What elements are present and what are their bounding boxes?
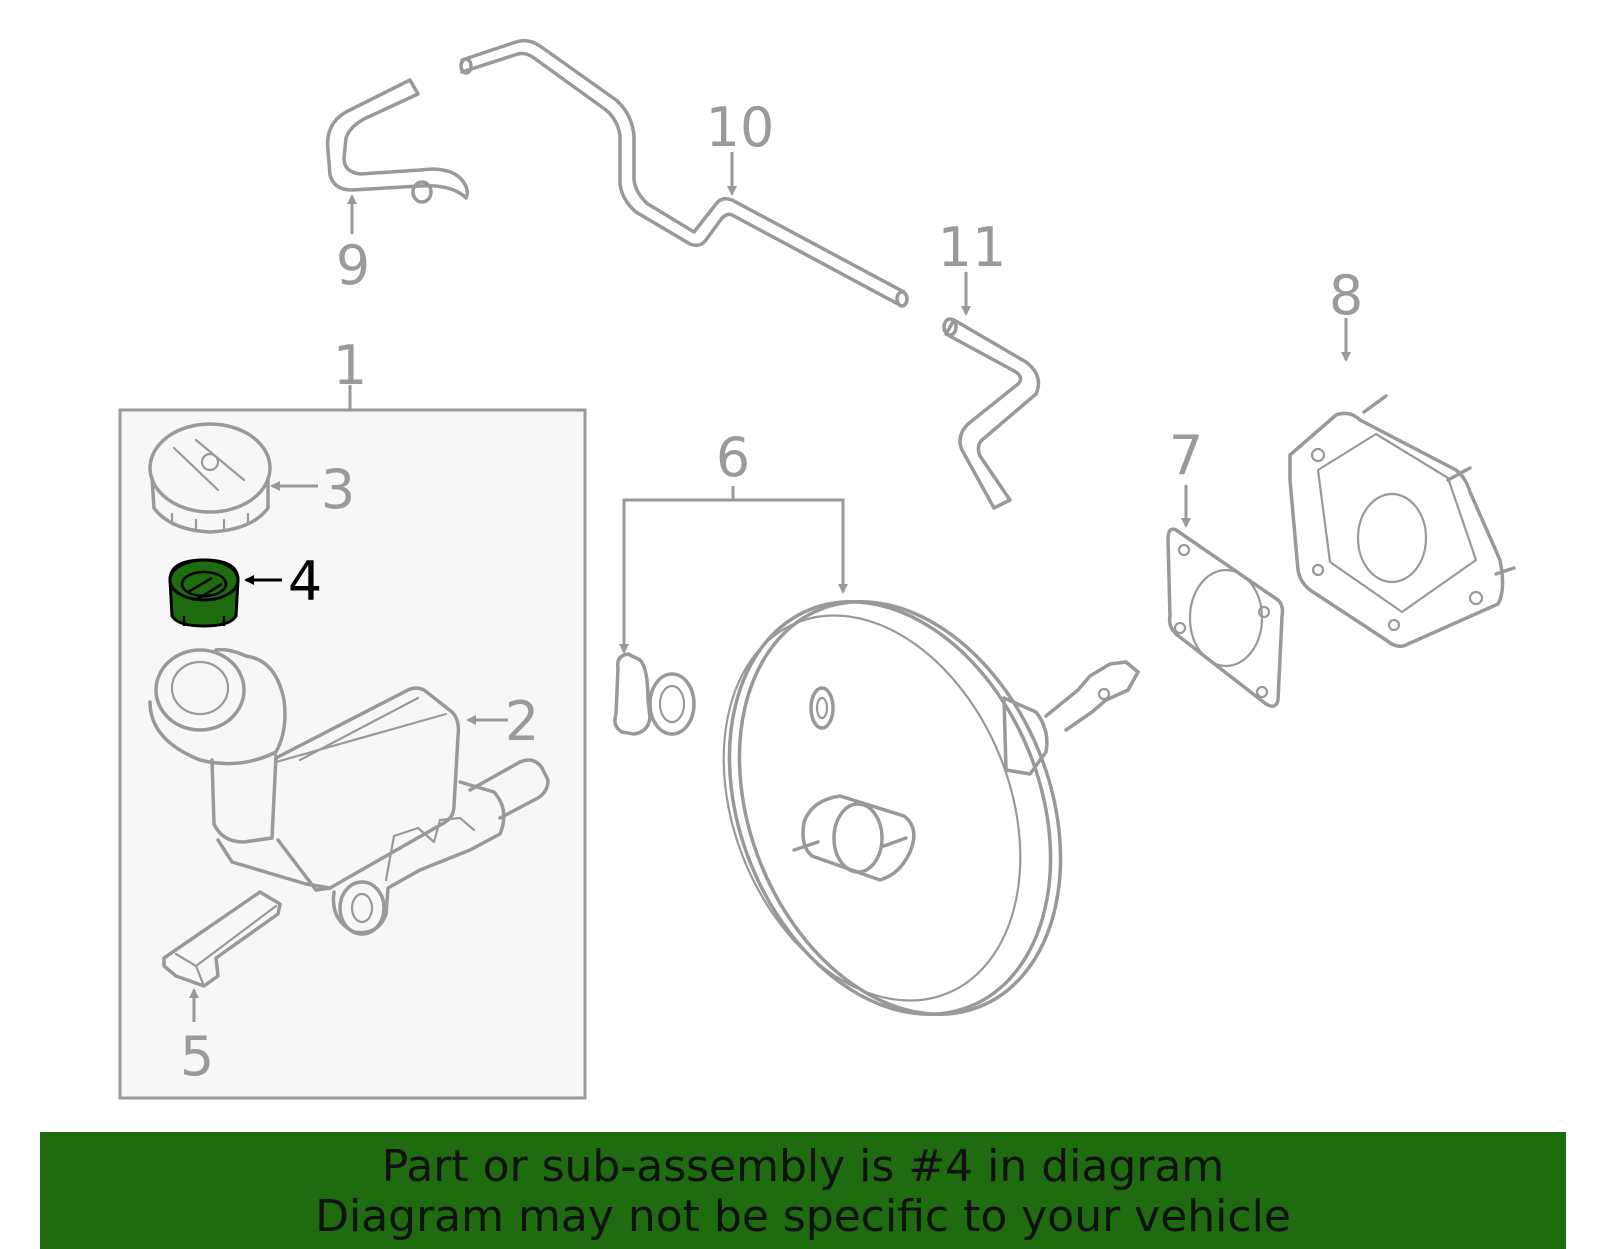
banner-line-2: Diagram may not be specific to your vehi…	[315, 1191, 1291, 1242]
part-8-bracket	[1288, 394, 1516, 648]
callout-4: 4	[288, 550, 322, 613]
callout-9: 9	[336, 234, 370, 297]
part-6-brake-booster	[722, 600, 1140, 1016]
callout-3: 3	[321, 458, 355, 521]
callout-1: 1	[333, 334, 367, 397]
part-4-strainer	[168, 558, 240, 628]
callout-11: 11	[938, 216, 1007, 279]
callout-5: 5	[180, 1025, 214, 1088]
info-banner: Part or sub-assembly is #4 in diagram Di…	[40, 1132, 1566, 1249]
part-5-sensor	[162, 890, 282, 988]
callout-2: 2	[505, 690, 539, 753]
part-2-master-cylinder	[148, 647, 550, 936]
part-3-reservoir-cap	[148, 422, 272, 534]
part-7-gasket	[1166, 527, 1285, 708]
part-11-hose	[942, 317, 1041, 510]
part-9-hose	[325, 78, 470, 204]
leader-6	[619, 486, 735, 654]
callout-8: 8	[1329, 264, 1363, 327]
callout-6: 6	[716, 426, 750, 489]
leader-6b	[733, 498, 848, 594]
banner-line-1: Part or sub-assembly is #4 in diagram	[381, 1141, 1225, 1192]
part-10-pipe	[459, 38, 909, 308]
part-6-check-valve	[613, 652, 696, 736]
callout-7: 7	[1169, 424, 1203, 487]
callout-10: 10	[706, 96, 775, 159]
